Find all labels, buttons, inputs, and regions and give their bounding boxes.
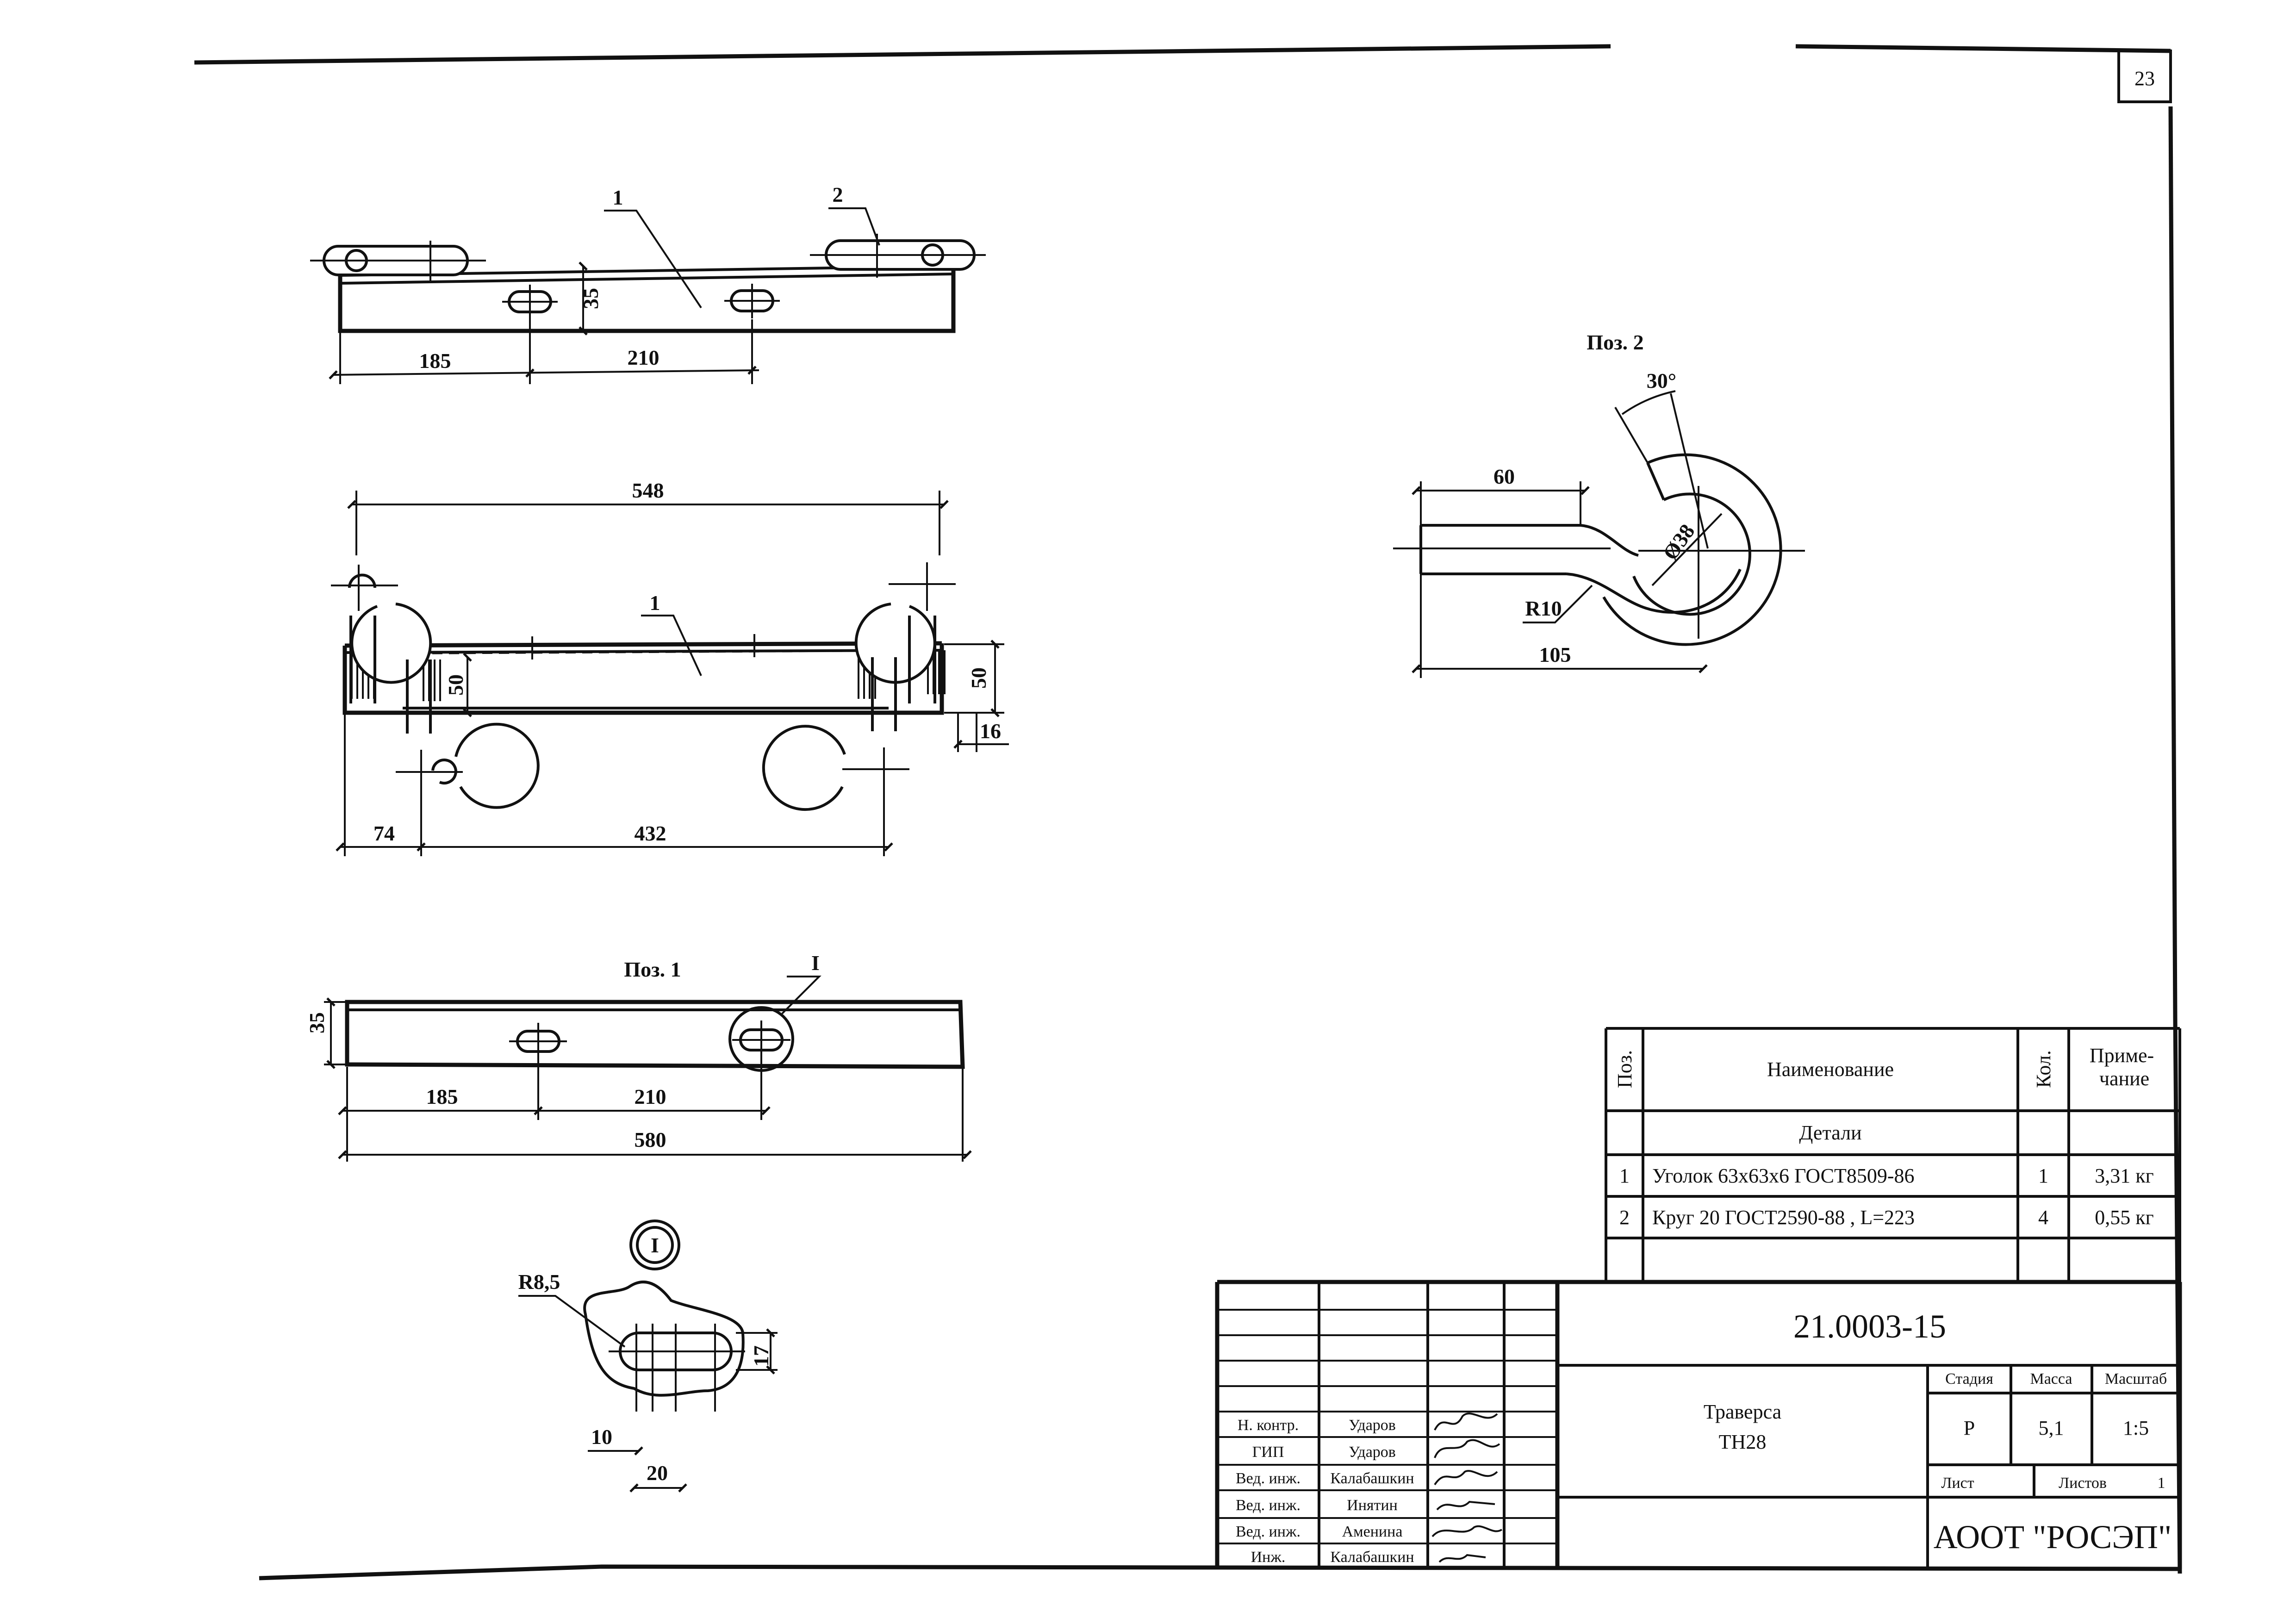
pos2-dim-60: 60 [1493,465,1515,488]
sig-name-5: Аменина [1342,1523,1403,1540]
sheets-count: 1 [2158,1475,2165,1492]
sheet-number: 23 [2134,67,2155,90]
product-name-line2: ТН28 [1719,1431,1767,1453]
pos2-dim-105: 105 [1539,643,1571,666]
pos1-dim-210: 210 [635,1085,666,1108]
sheet-frame: 23 [194,44,2182,1580]
pos2-dim-R10: R10 [1525,597,1562,620]
spec-header-note-text: Приме- [2090,1044,2154,1067]
front-view-dim-432: 432 [635,821,666,845]
stage-label: Стадия [1945,1370,1993,1388]
sig-role-1: Н. контр. [1238,1417,1299,1434]
spec-row-1-pos: 1 [1619,1164,1630,1187]
pos2-view: Поз. 2 30° 60 Ø38 R10 105 [1393,330,1805,678]
spec-row-2-pos: 2 [1619,1206,1630,1229]
scale-label: Масштаб [2105,1370,2167,1388]
front-view-dim-50-left: 50 [444,674,467,696]
spec-row-1-note: 3,31 кг [2095,1164,2153,1187]
spec-header-qty: Кол. [2032,1050,2055,1088]
pos2-dim-d38: Ø38 [1658,520,1699,564]
pos1-detail-callout: I [811,951,820,975]
stage-value: Р [1964,1417,1975,1439]
pos2-dim-30deg: 30° [1647,369,1676,392]
spec-row-2-name: Круг 20 ГОСТ2590-88 , L=223 [1652,1206,1915,1229]
sig-name-3: Калабашкин [1330,1470,1414,1487]
mass-value: 5,1 [2039,1417,2064,1439]
pos1-dim-35: 35 [305,1012,329,1033]
detail-I-dim-17: 17 [749,1345,773,1367]
detail-I-label: I [651,1233,659,1257]
sig-name-2: Ударов [1349,1444,1396,1461]
top-view-dim-210: 210 [628,346,660,369]
scale-value: 1:5 [2123,1417,2149,1439]
spec-row-1-qty: 1 [2038,1164,2048,1187]
sig-name-6: Калабашкин [1330,1549,1414,1566]
detail-I-view: I R8,5 17 10 20 [518,1220,778,1493]
top-view-callout-2: 2 [833,183,843,206]
doc-number: 21.0003-15 [1793,1308,1946,1345]
front-view: 548 1 50 [331,479,1009,856]
detail-I-dim-10: 10 [591,1425,612,1449]
spec-row-2-note: 0,55 кг [2095,1206,2153,1229]
pos1-dim-185: 185 [426,1085,458,1108]
spec-header-note: Приме- чание [2090,1044,2159,1090]
detail-I-dim-R8-5: R8,5 [518,1270,560,1294]
sig-role-3: Вед. инж. [1236,1470,1300,1487]
pos1-view: Поз. 1 I 35 185 210 580 [305,951,972,1162]
organization: АООТ "РОСЭП" [1934,1518,2172,1556]
detail-I-dim-20: 20 [647,1461,668,1485]
spec-header-note-line: чание [2099,1067,2149,1090]
spec-header-name: Наименование [1767,1058,1894,1081]
top-view-dim-35: 35 [579,288,603,309]
sheet-label: Лист [1941,1475,1974,1492]
spec-row-1-name: Уголок 63x63x6 ГОСТ8509-86 [1652,1164,1915,1187]
front-view-dim-50-right: 50 [967,667,990,689]
front-view-dim-548: 548 [632,479,664,502]
front-view-dim-74: 74 [373,821,395,845]
sig-role-6: Инж. [1251,1549,1286,1566]
spec-section-title: Детали [1799,1121,1861,1144]
pos1-title: Поз. 1 [624,958,681,981]
spec-row-2-qty: 4 [2038,1206,2048,1229]
sig-name-1: Ударов [1349,1417,1396,1434]
sig-role-2: ГИП [1252,1444,1284,1461]
front-view-dim-16: 16 [980,719,1001,743]
mass-label: Масса [2030,1370,2072,1388]
front-view-callout-1: 1 [650,591,660,615]
handwritten-signatures [1431,1412,1503,1563]
sig-role-4: Вед. инж. [1236,1497,1300,1514]
product-name-line1: Траверса [1704,1400,1781,1423]
sheets-label: Листов [2059,1475,2107,1492]
sig-role-5: Вед. инж. [1236,1523,1300,1540]
sig-name-4: Инятин [1347,1497,1398,1514]
spec-header-pos: Поз. [1613,1050,1636,1088]
top-view-callout-1: 1 [613,186,623,209]
top-view: 1 2 35 185 210 [310,183,986,384]
spec-table: Поз. Наименование Кол. Приме- чание Дета… [1605,1027,2181,1283]
top-view-dim-185: 185 [419,349,451,373]
pos1-dim-580: 580 [635,1128,666,1151]
pos2-title: Поз. 2 [1587,330,1643,354]
title-block: 21.0003-15 Траверса ТН28 Стадия Масса Ма… [1215,1280,2182,1569]
